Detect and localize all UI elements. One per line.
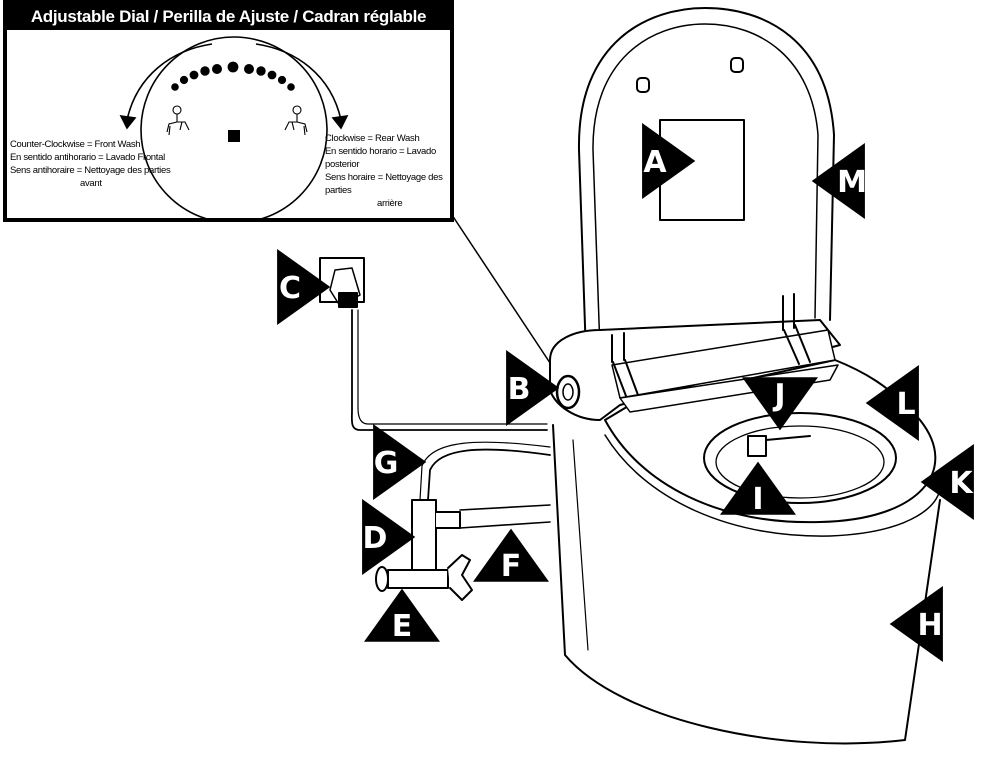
t-valve-branch (435, 511, 461, 529)
branch-pipe-bottom (459, 521, 551, 529)
seat-opening (703, 412, 897, 504)
callout-triangle-m (811, 143, 865, 219)
dial-position-dot (171, 83, 179, 91)
t-valve-body (411, 499, 437, 571)
dial-position-dot (287, 83, 295, 91)
lid-bumper-right (730, 57, 744, 73)
lid (577, 7, 835, 356)
lid-bumper-left (636, 77, 650, 93)
shutoff-valve (387, 569, 449, 589)
callout-triangle-e (364, 588, 440, 642)
dial-illustration (119, 36, 349, 222)
note-line: En sentido horario = Lavado posterior (325, 146, 436, 170)
rear-wash-figure-icon (284, 105, 308, 136)
supply-hose (350, 309, 548, 431)
dial-position-dot (189, 70, 199, 80)
note-line: Sens antihoraire = Nettoyage des parties (10, 165, 171, 176)
tank-hose (427, 448, 551, 501)
tank-hose-outer (419, 441, 551, 501)
callout-label-g: G (374, 446, 399, 481)
callout-label-d: D (363, 521, 388, 556)
callout-triangle-j (742, 377, 818, 431)
callout-label-b: B (508, 372, 531, 407)
supply-nipple (375, 566, 389, 592)
callout-label-l: L (896, 387, 915, 422)
dial-position-dot (179, 75, 189, 85)
bowl-side-shading (572, 439, 589, 651)
hinge-post-left (611, 332, 639, 397)
note-line: Counter-Clockwise = Front Wash (10, 139, 141, 150)
note-line: Clockwise = Rear Wash (325, 133, 420, 144)
callout-triangle-h (889, 586, 943, 662)
clockwise-arrow (255, 43, 342, 121)
wash-wand-arm (765, 435, 811, 441)
dial-position-dot (244, 63, 255, 74)
callout-label-e: E (392, 609, 413, 644)
seat-hinge-bar (611, 329, 836, 399)
callout-label-f: F (501, 549, 522, 584)
dial-position-dot (277, 75, 287, 85)
callout-label-i: I (752, 482, 763, 517)
dial-position-dot (227, 61, 239, 73)
note-line: arrière (377, 198, 403, 209)
callout-label-h: H (917, 608, 942, 643)
dial-position-dot (212, 63, 223, 74)
callout-label-c: C (279, 271, 301, 306)
clockwise-note: Clockwise = Rear Wash En sentido horario… (325, 132, 450, 210)
clockwise-arrowhead (331, 114, 349, 130)
note-line: avant (80, 178, 102, 189)
hinge-post-right (782, 293, 811, 365)
branch-pipe-top (459, 504, 551, 511)
callout-triangle-f (473, 528, 549, 582)
callout-triangle-c (277, 249, 331, 325)
callout-triangle-b (506, 350, 560, 426)
wash-wand (747, 435, 767, 457)
inset-leader-line (451, 214, 561, 379)
lid-inner-edge (592, 23, 819, 351)
callout-triangle-d (362, 499, 416, 575)
counter-clockwise-note: Counter-Clockwise = Front Wash En sentid… (10, 138, 171, 190)
seat-opening-inner (715, 425, 885, 499)
callout-label-m: M (837, 165, 867, 200)
inset-title: Adjustable Dial / Perilla de Ajuste / Ca… (7, 4, 450, 30)
callout-triangle-l (865, 365, 919, 441)
supply-hose-outer (357, 309, 548, 425)
dial-face (140, 36, 328, 222)
seat-hinge-flap (619, 364, 839, 413)
counter-clockwise-arrow (126, 43, 213, 121)
callout-label-a: A (643, 145, 667, 180)
dial-position-dot (267, 70, 277, 80)
dial-position-dot (256, 66, 266, 76)
callout-triangle-a (642, 123, 696, 199)
adjustable-dial-inner (562, 383, 574, 401)
callout-triangle-g (373, 424, 427, 500)
adjustable-dial-inset: Adjustable Dial / Perilla de Ajuste / Ca… (3, 0, 454, 222)
callout-triangle-i (720, 461, 796, 515)
connector-nut (338, 292, 358, 308)
dial-position-dot (200, 66, 210, 76)
note-line: En sentido antihorario = Lavado Frontal (10, 152, 165, 163)
callout-triangle-k (920, 444, 974, 520)
seat-rim-edge (604, 434, 942, 537)
callout-label-k: K (949, 466, 974, 501)
counter-clockwise-arrowhead (119, 114, 137, 130)
front-wash-figure-icon (166, 105, 190, 136)
valve-handle (447, 554, 473, 601)
adjustable-dial (555, 374, 581, 410)
callout-label-j: J (772, 378, 785, 413)
note-line: Sens horaire = Nettoyage des parties (325, 172, 443, 196)
dial-center-marker (228, 130, 240, 142)
